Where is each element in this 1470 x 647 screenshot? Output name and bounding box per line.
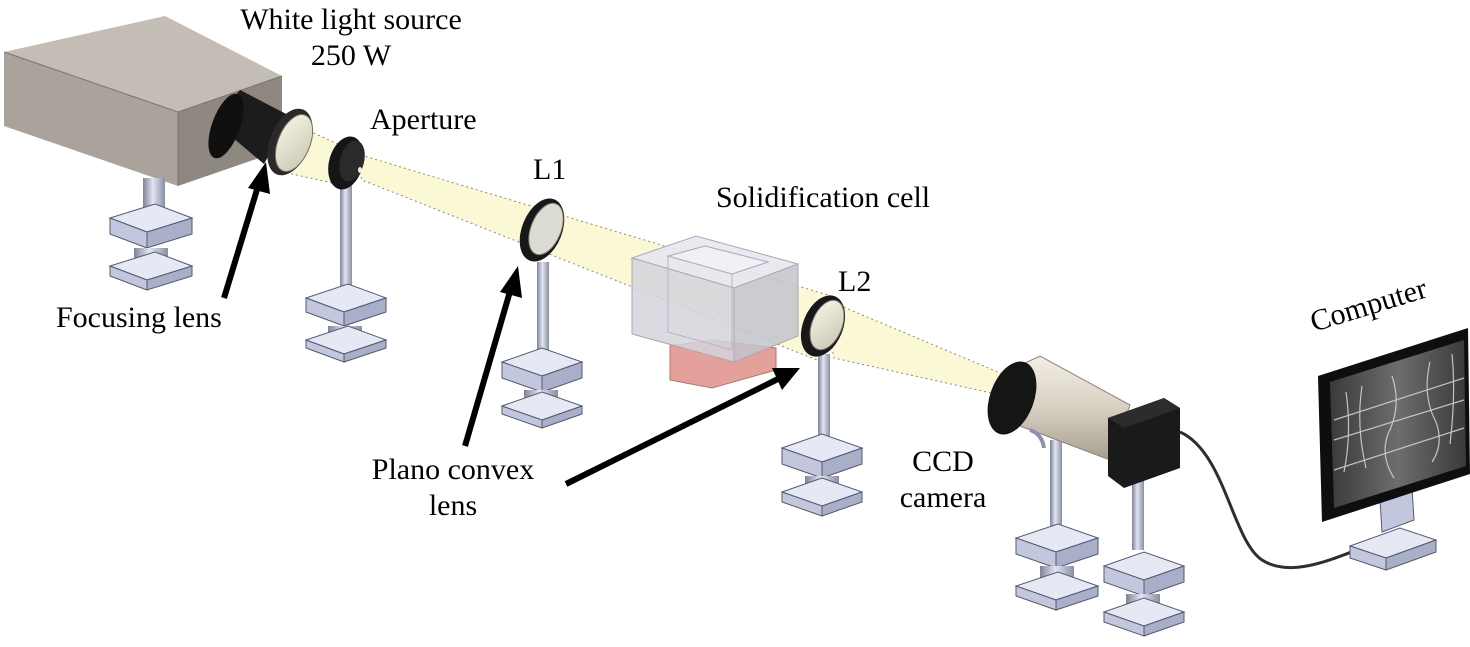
arrow-focusing-lens [221,182,262,299]
light-source-label: White light source 250 W [218,2,484,74]
arrow-focusing-lens-head [248,162,270,194]
lens-l2 [780,295,864,517]
plano-convex-lens-label: Plano convex lens [350,452,556,524]
light-source-power-label: 250 W [310,39,392,72]
focusing-lens [208,90,314,176]
arrow-l2 [564,375,782,487]
aperture [304,136,388,363]
l2-label: L2 [838,265,872,298]
lens-l1 [500,198,584,429]
ccd-label-line2: camera [899,481,987,514]
light-source-label-line1: White light source [240,3,462,36]
camera-cable [1179,430,1363,570]
solidification-cell-label: Solidification cell [716,181,931,214]
arrow-l1-head [500,266,522,298]
light-beam [267,111,1006,396]
computer-monitor [1318,328,1470,571]
solidification-cell [630,235,800,389]
plano-convex-label-line1: Plano convex [371,453,535,486]
arrow-l1 [462,287,514,447]
pointer-arrows [221,162,800,487]
focusing-lens-label: Focusing lens [56,301,222,334]
ccd-camera [987,355,1186,637]
ccd-label-line1: CCD [912,445,974,478]
ccd-camera-label: CCD camera [880,444,1006,516]
plano-convex-label-line2: lens [428,489,478,522]
source-stand [108,178,194,291]
arrow-l2-head [772,368,800,390]
l1-label: L1 [533,153,567,186]
aperture-label: Aperture [370,103,477,136]
